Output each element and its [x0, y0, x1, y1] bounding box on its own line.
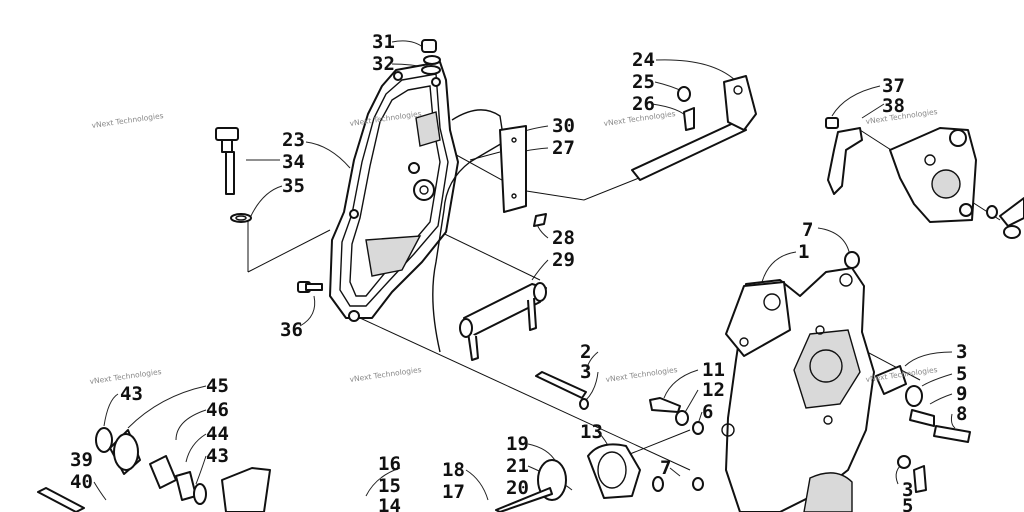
- callout-12: 12: [702, 379, 725, 401]
- callout-7: 7: [660, 457, 671, 479]
- callout-25: 25: [632, 71, 655, 93]
- callout-8: 8: [956, 403, 967, 425]
- callout-35: 35: [282, 175, 305, 197]
- sensor-bracket: [825, 117, 1024, 239]
- callout-11: 11: [702, 359, 725, 381]
- roller-stack: [37, 427, 271, 512]
- brake-plate: [499, 125, 527, 213]
- callout-3: 3: [580, 361, 591, 383]
- callout-39: 39: [70, 449, 93, 471]
- brake-bracket: [459, 282, 547, 361]
- callout-34: 34: [282, 151, 305, 173]
- callout-20: 20: [506, 477, 529, 499]
- callout-43: 43: [206, 445, 229, 467]
- callout-5: 5: [956, 363, 967, 385]
- callout-38: 38: [882, 95, 905, 117]
- callout-9: 9: [956, 383, 967, 405]
- callout-28: 28: [552, 227, 575, 249]
- callout-45: 45: [206, 375, 229, 397]
- callout-36: 36: [280, 319, 303, 341]
- callout-2: 2: [580, 341, 591, 363]
- callout-3: 3: [902, 479, 913, 501]
- watermark: vNext Technologies: [91, 111, 164, 130]
- callout-17: 17: [442, 481, 465, 503]
- callout-19: 19: [506, 433, 529, 455]
- stud-bolt: [535, 371, 589, 410]
- callout-43: 43: [120, 383, 143, 405]
- callout-31: 31: [372, 31, 395, 53]
- cover-gasket: [432, 109, 505, 353]
- cover-bolt: [297, 281, 323, 293]
- callout-15: 15: [378, 475, 401, 497]
- callout-30: 30: [552, 115, 575, 137]
- right-hardware: [875, 365, 971, 493]
- brake-shaft: [631, 75, 757, 181]
- callout-21: 21: [506, 455, 529, 477]
- callout-3: 3: [956, 341, 967, 363]
- callout-14: 14: [378, 495, 401, 512]
- callout-27: 27: [552, 137, 575, 159]
- callout-24: 24: [632, 49, 655, 71]
- callout-1: 1: [798, 241, 809, 263]
- callout-29: 29: [552, 249, 575, 271]
- dipstick: [215, 127, 252, 223]
- watermark: vNext Technologies: [605, 365, 678, 384]
- callout-7: 7: [802, 219, 813, 241]
- callout-18: 18: [442, 459, 465, 481]
- callout-37: 37: [882, 75, 905, 97]
- callout-44: 44: [206, 423, 229, 445]
- callout-13: 13: [580, 421, 603, 443]
- fill-cap: [421, 39, 441, 75]
- callout-6: 6: [702, 401, 713, 423]
- housing-nut: [844, 251, 860, 269]
- tensioner-assembly: [495, 443, 704, 512]
- mid-hardware: [649, 397, 704, 435]
- callout-23: 23: [282, 129, 305, 151]
- watermark: vNext Technologies: [349, 365, 422, 384]
- callout-40: 40: [70, 471, 93, 493]
- chaincase-cover: [329, 61, 459, 322]
- callout-16: 16: [378, 453, 401, 475]
- callout-26: 26: [632, 93, 655, 115]
- callout-5: 5: [902, 495, 913, 512]
- chaincase-housing: [721, 267, 875, 512]
- callout-32: 32: [372, 53, 395, 75]
- callouts: 31 32 23 34 35 36 30 27 28 29 24 25 26 3…: [70, 31, 967, 512]
- callout-46: 46: [206, 399, 229, 421]
- link-pin: [533, 213, 547, 227]
